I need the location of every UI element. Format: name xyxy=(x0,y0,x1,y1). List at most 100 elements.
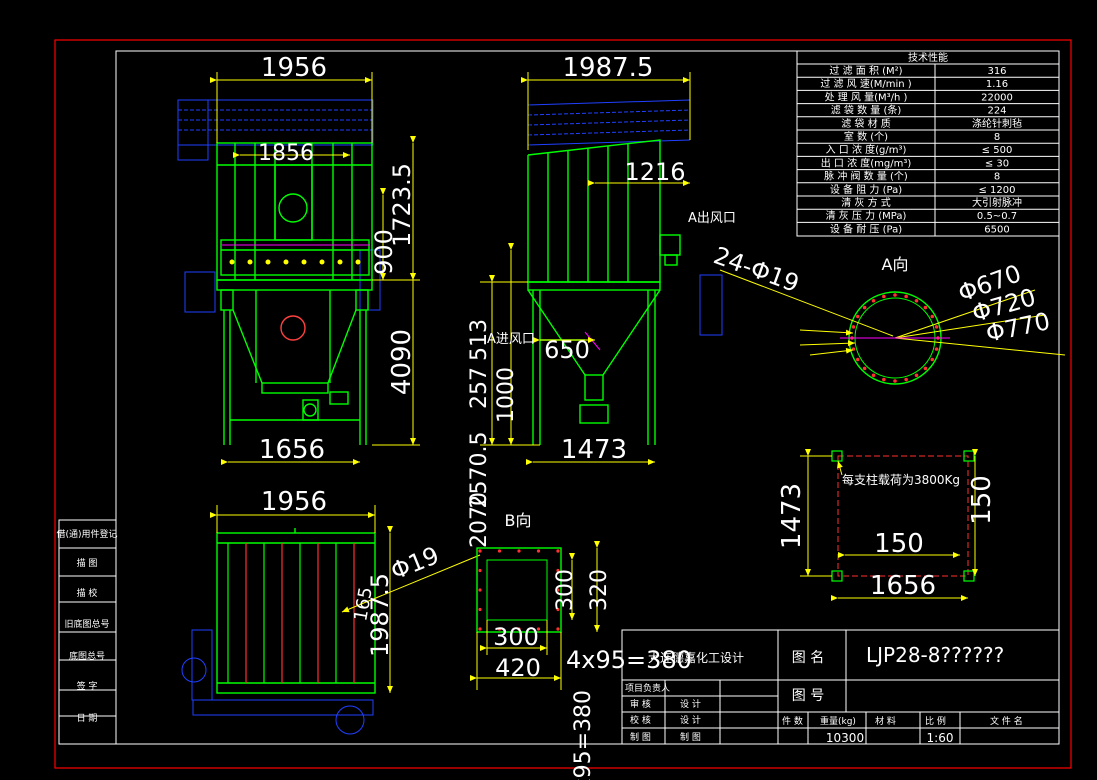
label-design-1: 设 计 xyxy=(680,698,701,710)
dim-support-150-right: 150 xyxy=(967,475,997,525)
b-flange-bolt xyxy=(478,568,482,573)
b-view: B向 300 420 300 320 4x95=380 4x95=380 xyxy=(470,511,692,780)
spec-value: ≤ 1200 xyxy=(978,185,1015,196)
drawing-name-label: 图 名 xyxy=(792,650,824,666)
dim-front-4090: 4090 xyxy=(387,329,417,395)
flange-bolt xyxy=(904,377,908,382)
drawing-name: LJP28-8?????? xyxy=(866,643,1004,667)
spec-value: 0.5~0.7 xyxy=(977,211,1017,222)
scale-value: 1:60 xyxy=(927,731,954,745)
flange-bolt xyxy=(934,347,939,351)
weight-value: 10300 xyxy=(826,731,864,745)
label-draw: 制 图 xyxy=(630,731,651,743)
label-a-outlet: A出风口 xyxy=(688,211,736,226)
dim-front-top: 1956 xyxy=(261,53,327,83)
spec-label: 脉 冲 阀 数 量 (个) xyxy=(824,170,908,183)
spec-label: 过 滤 面 积 (M²) xyxy=(829,64,902,77)
strip-item-4: 底图总号 xyxy=(69,650,105,662)
flange-bolt xyxy=(862,305,867,310)
side-view: 1987.5 1216 A出风口 A进风口 650 1473 513 257 1… xyxy=(467,53,736,548)
b-flange-bolt xyxy=(536,627,541,631)
b-flange-bolt xyxy=(478,588,482,592)
spec-value: 涤纶针刺毡 xyxy=(972,117,1022,130)
b-flange-bolt xyxy=(556,588,560,592)
label-review: 审 核 xyxy=(630,698,651,710)
flange-bolt xyxy=(871,298,876,303)
strip-item-5: 签 字 xyxy=(77,680,98,692)
spec-value: 22000 xyxy=(981,92,1013,103)
dim-side-513: 513 xyxy=(467,319,492,361)
dim-side-1216: 1216 xyxy=(624,158,685,186)
b-flange-bolt xyxy=(556,549,560,553)
spec-label: 清 灰 压 力 (MPa) xyxy=(826,209,907,222)
dim-a-bolts: 24-Φ19 xyxy=(710,241,803,298)
spec-value: 大引射脉冲 xyxy=(972,196,1022,209)
b-flange-bolt xyxy=(517,627,521,631)
label-check: 校 核 xyxy=(630,714,651,726)
flange-bolt xyxy=(893,379,897,383)
label-weight: 重量(kg) xyxy=(820,715,856,727)
dim-side-257: 257 xyxy=(467,367,492,409)
flange-bolt xyxy=(914,373,919,378)
dim-b-bolt-v: 4x95=380 xyxy=(571,690,596,780)
dim-b-bolt-h: 4x95=380 xyxy=(566,646,692,674)
spec-label: 清 灰 方 式 xyxy=(841,196,891,209)
spec-label: 设 备 耐 压 (Pa) xyxy=(830,222,902,235)
spec-label: 入 口 浓 度(g/m³) xyxy=(826,143,907,156)
dim-support-1656: 1656 xyxy=(870,571,936,601)
dim-front-900: 900 xyxy=(370,229,398,275)
dim-b-300: 300 xyxy=(493,623,539,651)
label-scale: 比 例 xyxy=(925,715,946,727)
b-flange-bolt xyxy=(497,549,502,553)
flange-bolt xyxy=(871,373,876,378)
spec-label: 过 滤 风 速(M/min ) xyxy=(820,77,911,90)
strip-item-0: 借(通)用件登记 xyxy=(56,528,117,540)
label-file: 文 件 名 xyxy=(990,715,1023,727)
dim-b-side-300: 300 xyxy=(553,569,578,611)
b-flange-bolt xyxy=(478,607,482,612)
label-draw-2: 制 图 xyxy=(680,731,701,743)
label-pieces: 件 数 xyxy=(782,715,803,727)
b-flange-bolt xyxy=(517,549,521,553)
strip-item-1: 描 图 xyxy=(77,557,98,569)
spec-value: 316 xyxy=(987,66,1006,77)
dim-plan-side: 1987.5 xyxy=(366,573,394,657)
b-flange-bolt xyxy=(536,549,541,553)
spec-value: 224 xyxy=(987,106,1006,117)
dim-side-2070: 2070 xyxy=(467,492,492,548)
spec-value: 8 xyxy=(994,172,1000,183)
b-flange-bolt xyxy=(497,627,502,631)
dim-side-2570: 2570.5 xyxy=(467,432,492,509)
b-flange-bolt xyxy=(556,627,560,631)
spec-label: 处 理 风 量(M³/h ) xyxy=(825,91,908,103)
dim-plan-phi19: Φ19 xyxy=(387,541,443,585)
flange-bolt xyxy=(934,325,939,329)
spec-label: 设 备 阻 力 (Pa) xyxy=(830,183,902,196)
dim-side-1000: 1000 xyxy=(494,367,519,423)
label-b-view: B向 xyxy=(505,511,532,530)
title-block: 大连德嘉化工设计 图 名 LJP28-8?????? 图 号 项目负责人 审 核… xyxy=(621,629,1060,745)
dim-side-bottom: 1473 xyxy=(561,435,627,465)
flange-bolt xyxy=(851,325,856,329)
support-layout: 每支柱载荷为3800Kg 1473 150 150 1656 xyxy=(777,449,997,601)
flange-bolt xyxy=(914,298,919,303)
spec-value: ≤ 30 xyxy=(985,158,1009,169)
flange-bolt xyxy=(855,314,860,319)
dim-front-1723: 1723.5 xyxy=(388,163,416,247)
spec-label: 出 口 浓 度(mg/m³) xyxy=(821,156,912,169)
spec-label: 滤 袋 材 质 xyxy=(841,117,891,130)
plan-view: 1956 1987.5 Φ19 165 xyxy=(181,487,481,735)
label-design-2: 设 计 xyxy=(680,714,701,726)
b-flange-bolt xyxy=(556,607,560,612)
flange-bolt xyxy=(923,366,928,371)
b-flange-bolt xyxy=(478,549,482,553)
spec-label: 室 数 (个) xyxy=(844,130,888,143)
dim-b-side-320: 320 xyxy=(587,569,612,611)
dim-side-top: 1987.5 xyxy=(563,53,654,83)
dim-side-650: 650 xyxy=(544,336,590,364)
spec-value: 8 xyxy=(994,132,1000,143)
outer-frame xyxy=(54,39,1072,769)
b-flange-bolt xyxy=(478,627,482,631)
